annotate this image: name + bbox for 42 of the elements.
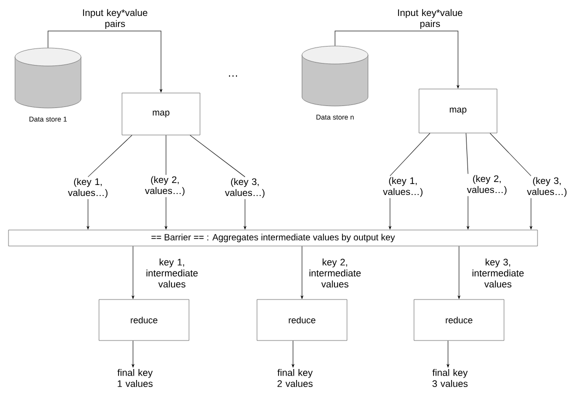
arrow [132,340,134,368]
output-text: (key 2, values…) [466,175,506,195]
connector-line [190,134,246,178]
process-box: reduce [414,299,504,341]
edge-label: key 1, intermediate values [143,258,201,288]
edge-label: key 2, intermediate values [306,258,364,288]
output-text: final key 1 values [117,369,153,387]
edge-label: Input key*value pairs [75,8,155,30]
output-text: final key 2 values [277,369,313,387]
arrow [300,246,304,299]
process-box: map [122,92,200,136]
arrow [530,198,532,230]
arrow [292,340,294,368]
connector-line [88,134,132,178]
process-box: map [418,88,498,134]
ellipsis-mark: … [229,75,237,77]
connector-line [390,132,430,176]
output-text: final key 3 values [432,369,468,387]
arrow [244,198,246,230]
arrow [334,30,460,88]
process-box: reduce [98,299,190,341]
arrow [86,198,90,230]
arrow [164,196,168,230]
arrow [446,340,450,368]
database-cylinder [14,48,82,108]
output-text: (key 1, values…) [68,178,108,198]
arrow [458,246,460,299]
process-box: reduce [256,299,348,341]
output-text: (key 3, values…) [224,178,264,198]
connector-line [466,132,468,174]
arrow [132,246,134,299]
edge-label: Input key*value pairs [390,8,470,30]
barrier-bar: == Barrier == : Aggregates intermediate values by output key [8,230,538,246]
arrow [48,30,162,92]
arrow [388,198,392,230]
database-cylinder [302,46,368,106]
output-text: (key 3, values…) [526,177,566,197]
edge-label: key 3, intermediate values [469,258,527,288]
arrow [466,196,470,230]
output-text: (key 2, values…) [144,176,184,196]
connector-line [490,132,532,176]
output-text: (key 1, values…) [382,177,422,197]
